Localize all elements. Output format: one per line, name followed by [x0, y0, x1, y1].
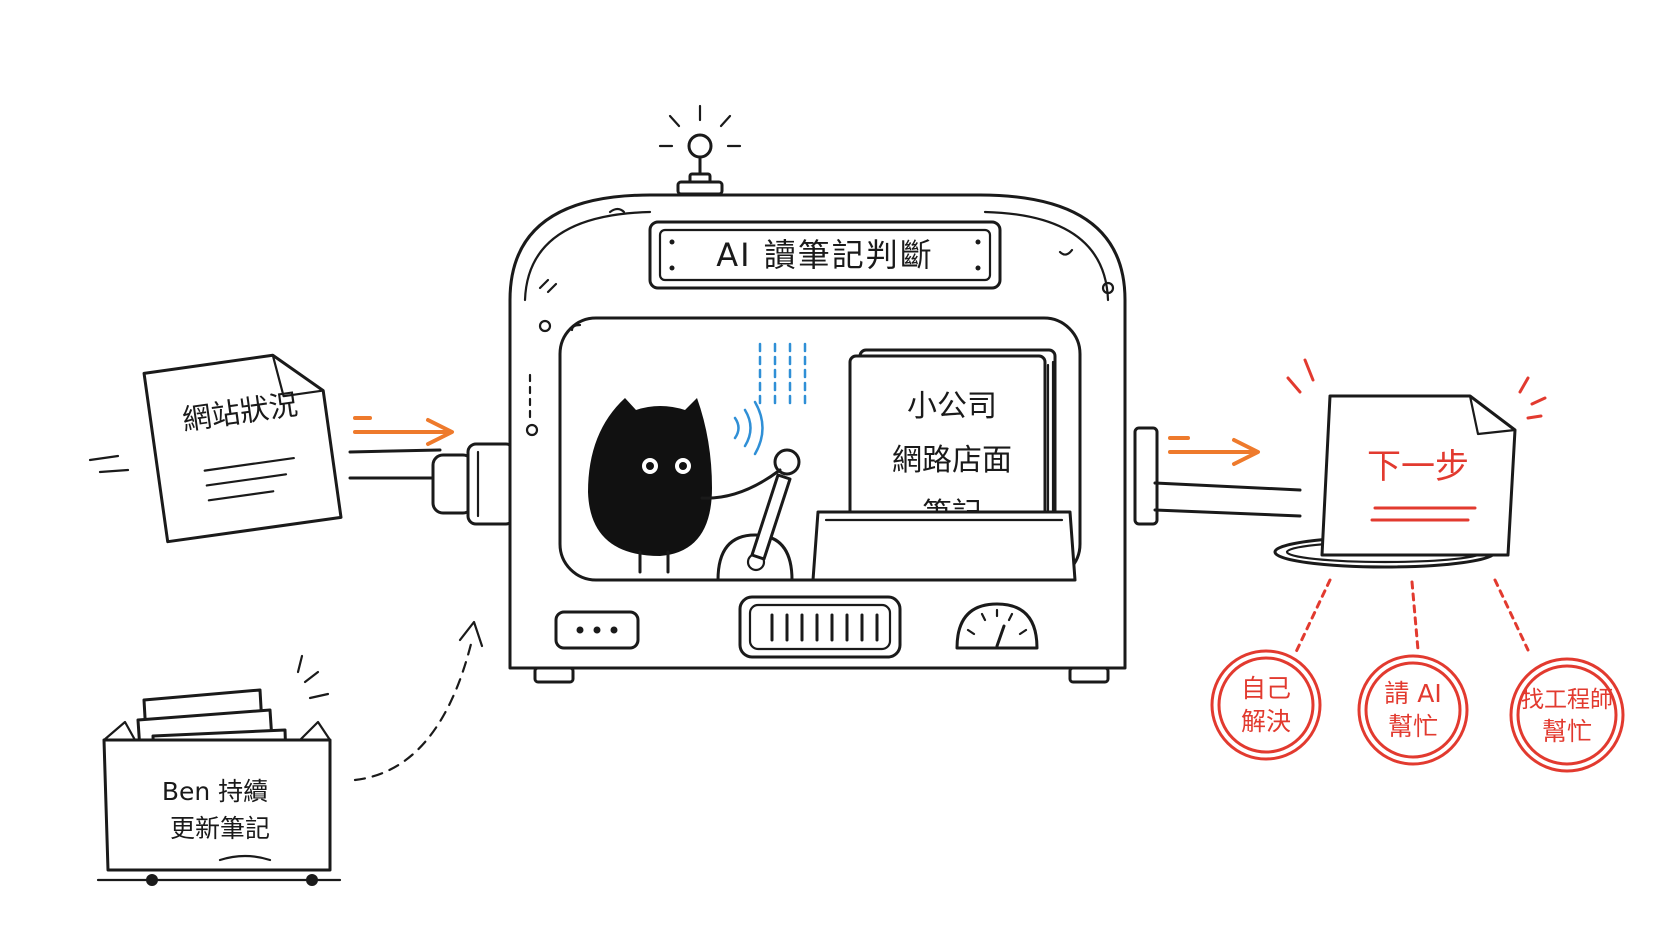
gauge-icon — [955, 602, 1039, 650]
book-title-line-1: 小公司 — [907, 389, 997, 424]
arrow-input-to-machine — [353, 416, 454, 446]
input-pipe — [348, 442, 516, 526]
option-self-line-1: 自己 — [1241, 674, 1291, 703]
cat-mascot-icon — [588, 398, 782, 574]
output-document-label: 下一步 — [1367, 447, 1469, 487]
option-self-line-2: 解決 — [1241, 707, 1291, 736]
book-title-line-2: 網路店面 — [892, 443, 1012, 478]
option-stamp-self: 自己 解決 — [1210, 649, 1322, 761]
ai-machine: AI 讀筆記判斷 — [508, 104, 1127, 684]
output-pipe — [1133, 426, 1302, 526]
option-engineer-line-1: 找工程師 — [1521, 687, 1613, 713]
option-stamp-engineer: 找工程師 幫忙 — [1509, 657, 1625, 773]
control-panel — [554, 595, 902, 659]
input-document: 網站狀況 — [88, 353, 343, 544]
arrow-notes-to-machine — [353, 620, 484, 782]
antenna-light-icon — [658, 104, 742, 196]
lever-icon — [716, 448, 801, 582]
option-engineer-line-2: 幫忙 — [1542, 717, 1592, 746]
machine-sign: AI 讀筆記判斷 — [716, 236, 934, 274]
notes-box-line-2: 更新筆記 — [170, 814, 270, 843]
arrow-machine-to-output — [1168, 436, 1260, 466]
output-document: 下一步 — [1273, 358, 1547, 569]
motion-lines — [758, 342, 807, 410]
option-connectors — [1294, 578, 1530, 654]
option-ai-line-2: 幫忙 — [1388, 712, 1438, 741]
option-ai-line-1: 請 AI — [1384, 679, 1441, 708]
wifi-signal-icon — [733, 400, 764, 456]
notes-box-line-1: Ben 持續 — [162, 777, 268, 806]
notes-box: Ben 持續 更新筆記 — [96, 654, 342, 886]
option-stamp-ai: 請 AI 幫忙 — [1357, 654, 1469, 766]
notebook-icon: 小公司 網路店面 筆記 — [811, 348, 1077, 582]
